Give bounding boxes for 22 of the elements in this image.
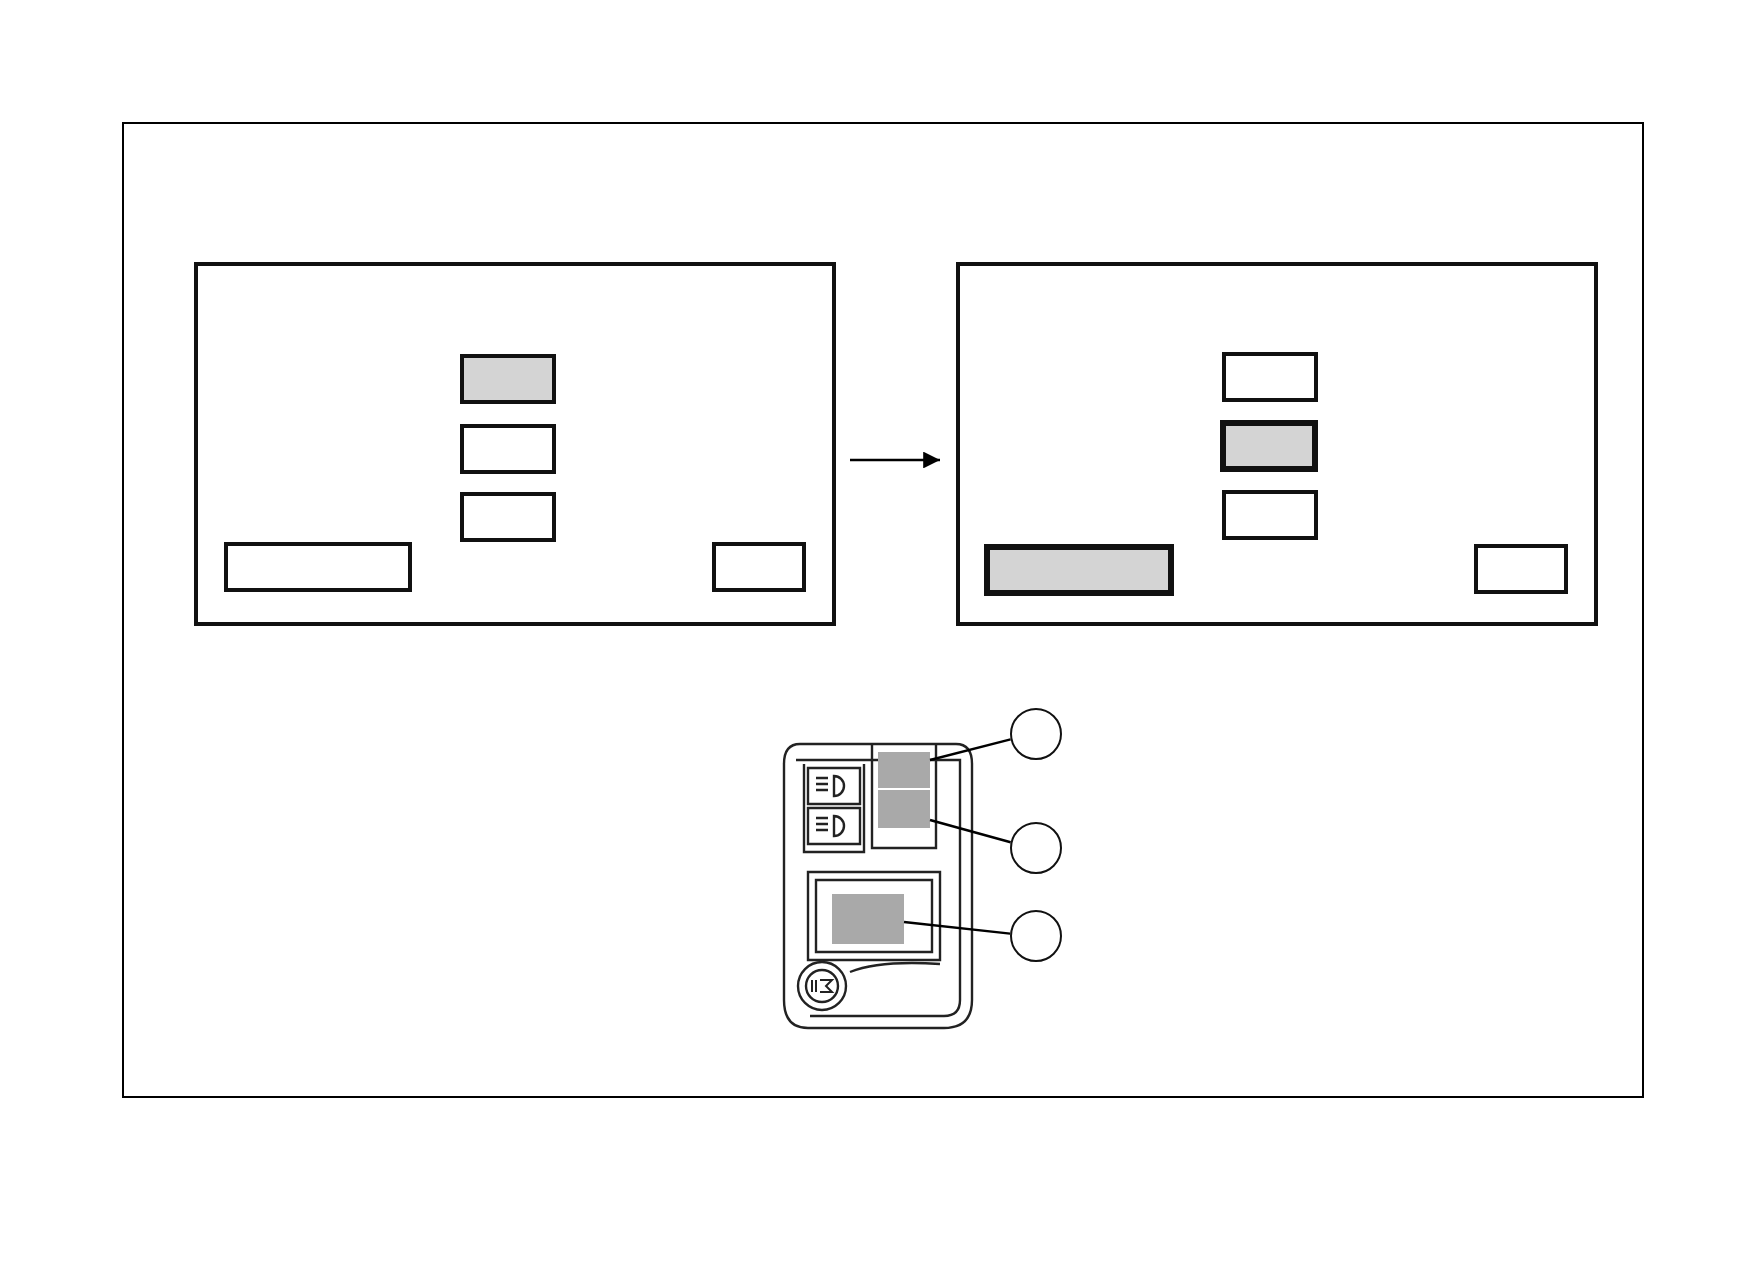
soft-key-box bbox=[984, 544, 1174, 596]
menu-item-box bbox=[1220, 420, 1318, 472]
callout-circle bbox=[1010, 910, 1062, 962]
menu-item-box bbox=[460, 424, 556, 474]
callout-circle bbox=[1010, 708, 1062, 760]
down-button bbox=[878, 790, 930, 828]
leader-line bbox=[903, 920, 1011, 935]
display-screen bbox=[956, 262, 1598, 626]
soft-key-box bbox=[1474, 544, 1568, 594]
menu-item-box bbox=[460, 354, 556, 404]
soft-key-box bbox=[712, 542, 806, 592]
callout-circle bbox=[1010, 822, 1062, 874]
menu-item-box bbox=[460, 492, 556, 542]
menu-item-box bbox=[1222, 352, 1318, 402]
up-button bbox=[878, 752, 930, 788]
leader-line bbox=[929, 818, 1011, 844]
enter-button bbox=[832, 894, 904, 944]
leader-line bbox=[929, 738, 1011, 762]
arrow bbox=[850, 451, 940, 469]
soft-key-box bbox=[224, 542, 412, 592]
display-screen bbox=[194, 262, 836, 626]
menu-item-box bbox=[1222, 490, 1318, 540]
